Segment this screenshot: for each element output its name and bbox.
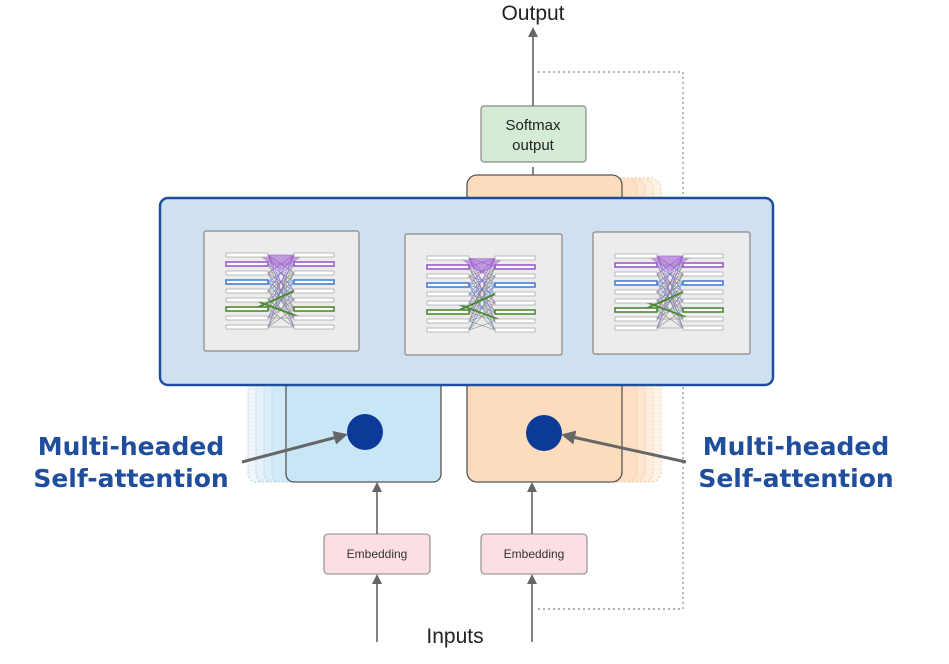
token-bar xyxy=(426,273,470,279)
token-bar xyxy=(614,262,658,268)
attention-head-1 xyxy=(203,230,360,352)
token-bar xyxy=(293,270,335,276)
token-bar xyxy=(293,288,335,294)
token-bar xyxy=(614,280,658,286)
token-bar xyxy=(225,279,269,285)
attention-strong-link xyxy=(642,291,692,320)
attention-strong-link xyxy=(454,293,504,322)
softmax-label-line2: output xyxy=(512,137,555,154)
softmax-label-line1: Softmax xyxy=(505,117,561,134)
attention-link xyxy=(656,291,684,329)
token-bar xyxy=(293,297,335,303)
token-bar xyxy=(682,289,724,295)
token-bar xyxy=(614,289,658,295)
attention-strong-link xyxy=(253,290,303,319)
decoder-node-dot-icon xyxy=(526,415,562,451)
token-bar xyxy=(225,288,269,294)
attention-fan xyxy=(459,258,505,274)
attention-link xyxy=(468,320,496,331)
attention-link xyxy=(267,290,295,328)
mha-label-right-line1: Multi-headed xyxy=(703,432,890,461)
token-bar xyxy=(426,264,470,270)
token-bar xyxy=(426,318,470,324)
mha-label-right-line2: Self-attention xyxy=(698,464,893,493)
pointer-arrow-right xyxy=(561,430,687,464)
token-bar xyxy=(614,298,658,304)
token-bar xyxy=(494,282,536,288)
attention-link xyxy=(656,309,684,329)
token-bar xyxy=(494,255,536,261)
inputs-label: Inputs xyxy=(426,625,483,648)
token-bar xyxy=(225,324,269,330)
token-bar xyxy=(682,253,724,259)
attention-link xyxy=(468,302,496,331)
attention-head-icon xyxy=(426,255,536,333)
attention-head-2 xyxy=(404,233,563,356)
mha-label-left-line2: Self-attention xyxy=(33,464,228,493)
attention-head-3 xyxy=(592,231,751,355)
pointer-arrow-left xyxy=(241,431,348,464)
token-bar xyxy=(614,253,658,259)
attention-fan xyxy=(647,256,693,272)
token-bar xyxy=(426,309,470,315)
token-bar xyxy=(293,252,335,258)
token-bar xyxy=(293,306,335,312)
token-bar xyxy=(614,316,658,322)
token-bar xyxy=(225,270,269,276)
token-bar xyxy=(293,315,335,321)
token-bar xyxy=(293,279,335,285)
token-bar xyxy=(682,316,724,322)
token-bar xyxy=(225,261,269,267)
embedding-label-right: Embedding xyxy=(504,547,565,561)
token-bar xyxy=(426,282,470,288)
token-bar xyxy=(682,307,724,313)
mha-label-left-line1: Multi-headed xyxy=(38,432,225,461)
attention-head-icon xyxy=(225,252,335,330)
token-bar xyxy=(426,255,470,261)
token-bar xyxy=(426,300,470,306)
attention-link xyxy=(656,273,684,329)
attention-head-icon xyxy=(614,253,724,331)
token-bar xyxy=(293,324,335,330)
token-bar xyxy=(494,318,536,324)
output-label: Output xyxy=(501,2,564,25)
embedding-label-left: Embedding xyxy=(347,547,408,561)
token-bar xyxy=(682,271,724,277)
token-bar xyxy=(225,306,269,312)
attention-link xyxy=(267,254,295,328)
token-bar xyxy=(494,291,536,297)
token-bar xyxy=(494,309,536,315)
token-bar xyxy=(614,307,658,313)
token-bar xyxy=(426,327,470,333)
token-bar xyxy=(494,327,536,333)
attention-link xyxy=(267,308,295,328)
token-bar xyxy=(225,252,269,258)
token-bar xyxy=(426,291,470,297)
token-bar xyxy=(494,264,536,270)
attention-link xyxy=(468,284,496,331)
token-bar xyxy=(614,271,658,277)
token-bar xyxy=(682,298,724,304)
encoder-node-dot-icon xyxy=(347,414,383,450)
token-bar xyxy=(293,261,335,267)
attention-link xyxy=(267,272,295,328)
token-bar xyxy=(225,297,269,303)
token-bar xyxy=(494,273,536,279)
attention-fan xyxy=(258,255,304,271)
attention-link xyxy=(468,266,496,331)
token-bar xyxy=(494,300,536,306)
token-bar xyxy=(682,262,724,268)
token-bar xyxy=(225,315,269,321)
attention-link xyxy=(656,255,684,329)
token-bar xyxy=(614,325,658,331)
token-bar xyxy=(682,325,724,331)
token-bar xyxy=(682,280,724,286)
